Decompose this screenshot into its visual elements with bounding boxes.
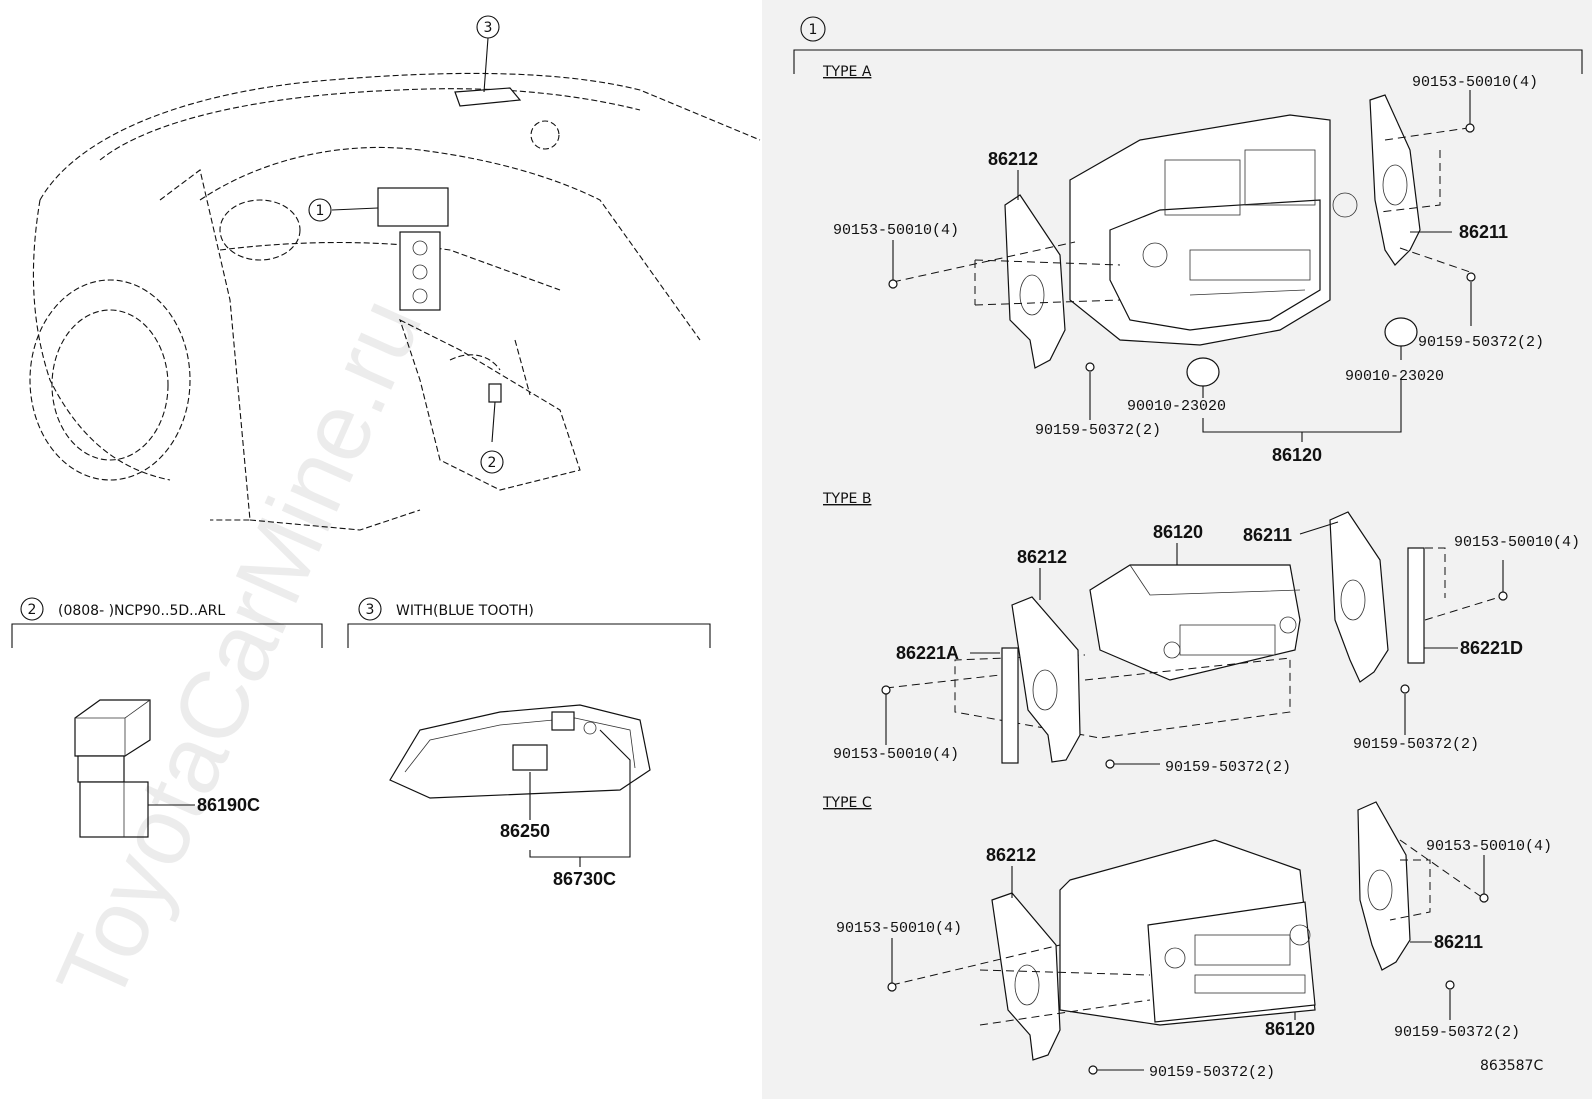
- type-b-head-unit-drawing: [1089, 564, 1301, 681]
- type-a-screw-left-label: 90153-50010(4): [833, 222, 959, 239]
- type-a-part-86212: 86212: [988, 149, 1038, 169]
- type-a-label: TYPE A: [822, 64, 872, 80]
- type-a-screw-right-label: 90153-50010(4): [1412, 74, 1538, 91]
- type-b-screw-left-label: 90153-50010(4): [833, 746, 959, 763]
- type-a-knob-left-drawing: [1186, 357, 1220, 387]
- type-a-knob-left-label: 90010-23020: [1127, 398, 1226, 415]
- type-b-label: TYPE B: [822, 491, 871, 507]
- type-c-screw-left-label: 90153-50010(4): [836, 920, 962, 937]
- section-2-header: (0808- )NCP90..5D..ARL: [58, 603, 225, 619]
- type-b-bolt-right-label: 90159-50372(2): [1353, 736, 1479, 753]
- part-86250: 86250: [500, 821, 550, 841]
- type-a-bolt-right-label: 90159-50372(2): [1418, 334, 1544, 351]
- type-b-part-86221a: 86221A: [896, 643, 959, 663]
- type-c-screw-right-label: 90153-50010(4): [1426, 838, 1552, 855]
- type-c-bracket-right-drawing: [1357, 801, 1411, 971]
- type-c-part-86212: 86212: [986, 845, 1036, 865]
- type-b-bolt-left-label: 90159-50372(2): [1165, 759, 1291, 776]
- figure-code: 863587C: [1480, 1058, 1543, 1074]
- type-c-bolt-left-label: 90159-50372(2): [1149, 1064, 1275, 1081]
- type-a-knob-right-label: 90010-23020: [1345, 368, 1444, 385]
- section-3-header: WITH(BLUE TOOTH): [396, 603, 534, 619]
- type-b-group: TYPE B: [822, 491, 1580, 776]
- type-b-86221a-strip: [1001, 647, 1019, 764]
- type-c-part-86211: 86211: [1434, 932, 1483, 952]
- section-3: 3 WITH(BLUE TOOTH) 86250 86730C: [347, 597, 711, 889]
- left-panel: [0, 0, 762, 1099]
- type-b-part-86221d: 86221D: [1460, 638, 1523, 658]
- callout-2: 2: [480, 450, 504, 474]
- type-b-screw-right-label: 90153-50010(4): [1454, 534, 1580, 551]
- svg-text:1: 1: [809, 22, 818, 38]
- switch-86190c-drawing: [74, 699, 151, 838]
- type-a-bolt-left-label: 90159-50372(2): [1035, 422, 1161, 439]
- type-b-bracket-left-drawing: [1011, 596, 1081, 763]
- svg-text:2: 2: [28, 602, 37, 618]
- svg-text:3: 3: [484, 20, 493, 36]
- section-1-header: 1: [793, 16, 1583, 74]
- type-b-bracket-right-drawing: [1329, 511, 1389, 683]
- section-2: 2 (0808- )NCP90..5D..ARL 86190C: [11, 597, 323, 838]
- type-a-head-unit-drawing: [1069, 114, 1358, 346]
- svg-text:2: 2: [488, 455, 497, 471]
- type-b-86221d-strip: [1407, 547, 1425, 664]
- callout-1: 1: [308, 198, 332, 222]
- type-a-part-86120: 86120: [1272, 445, 1322, 465]
- type-a-group: TYPE A: [822, 64, 1544, 465]
- type-c-part-86120: 86120: [1265, 1019, 1315, 1039]
- type-b-part-86211: 86211: [1243, 525, 1292, 545]
- type-a-bracket-right-drawing: [1369, 94, 1421, 266]
- part-86730c: 86730C: [553, 869, 616, 889]
- vehicle-interior-drawing: [29, 37, 761, 531]
- type-a-bracket-left-drawing: [1004, 194, 1066, 369]
- part-86190c: 86190C: [197, 795, 260, 815]
- type-a-part-86211: 86211: [1459, 222, 1508, 242]
- type-c-group: TYPE C: [822, 795, 1552, 1081]
- svg-text:3: 3: [366, 602, 375, 618]
- type-c-label: TYPE C: [822, 795, 872, 811]
- watermark: ToyotaCarMine.ru: [36, 283, 442, 1019]
- type-c-head-unit-drawing: [1059, 839, 1316, 1026]
- type-c-bolt-right-label: 90159-50372(2): [1394, 1024, 1520, 1041]
- svg-text:1: 1: [316, 203, 325, 219]
- bluetooth-module-drawing: [389, 704, 651, 799]
- type-c-bracket-left-drawing: [991, 892, 1061, 1061]
- type-b-part-86120: 86120: [1153, 522, 1203, 542]
- type-a-knob-right-drawing: [1384, 317, 1418, 347]
- type-b-part-86212: 86212: [1017, 547, 1067, 567]
- callout-3: 3: [476, 15, 500, 39]
